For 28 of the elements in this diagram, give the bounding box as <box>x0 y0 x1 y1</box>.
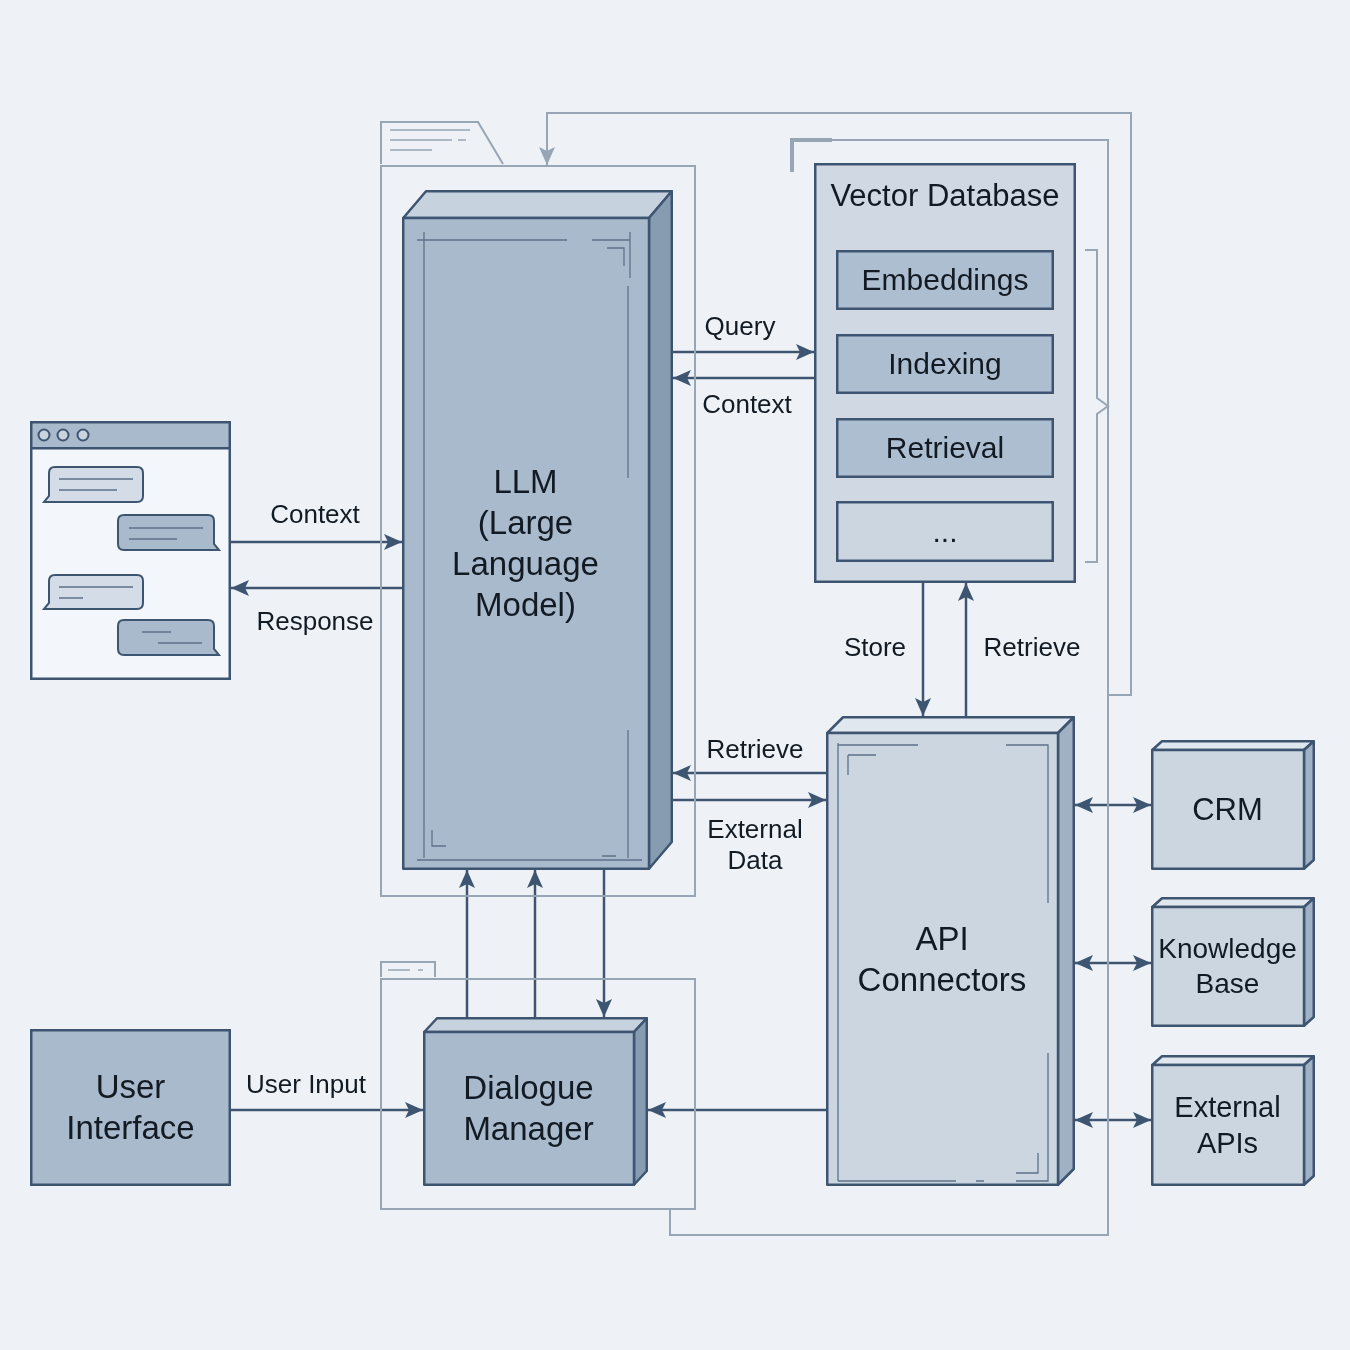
arrow <box>231 1102 423 1118</box>
node-label: ... <box>932 513 958 550</box>
arrow <box>673 344 814 360</box>
node-label: External APIs <box>1173 1089 1282 1161</box>
arrow <box>915 583 931 716</box>
double-arrow <box>1075 1112 1151 1128</box>
node-label: Retrieval <box>885 430 1005 467</box>
node-label: Knowledge Base <box>1157 932 1298 1001</box>
arrow <box>673 370 814 386</box>
arrow <box>958 583 974 716</box>
node-label: Indexing <box>888 346 1002 383</box>
node-label: LLM (Large Language Model) <box>451 462 600 625</box>
arrow <box>459 870 475 1017</box>
arrow <box>527 870 543 1017</box>
arrow <box>231 580 402 596</box>
arrow <box>673 792 826 808</box>
node-label: API Connectors <box>856 918 1028 1000</box>
double-arrow <box>1075 955 1151 971</box>
panel-title: Vector Database <box>830 176 1060 215</box>
node-label: User Interface <box>65 1066 196 1148</box>
double-arrow <box>1075 797 1151 813</box>
node-label: Embeddings <box>861 262 1029 299</box>
arrow <box>596 870 612 1017</box>
arrow <box>673 765 826 781</box>
node-label: CRM <box>1192 790 1263 829</box>
arrow <box>231 534 402 550</box>
arrow <box>648 1102 826 1118</box>
node-label: Dialogue Manager <box>462 1068 595 1149</box>
